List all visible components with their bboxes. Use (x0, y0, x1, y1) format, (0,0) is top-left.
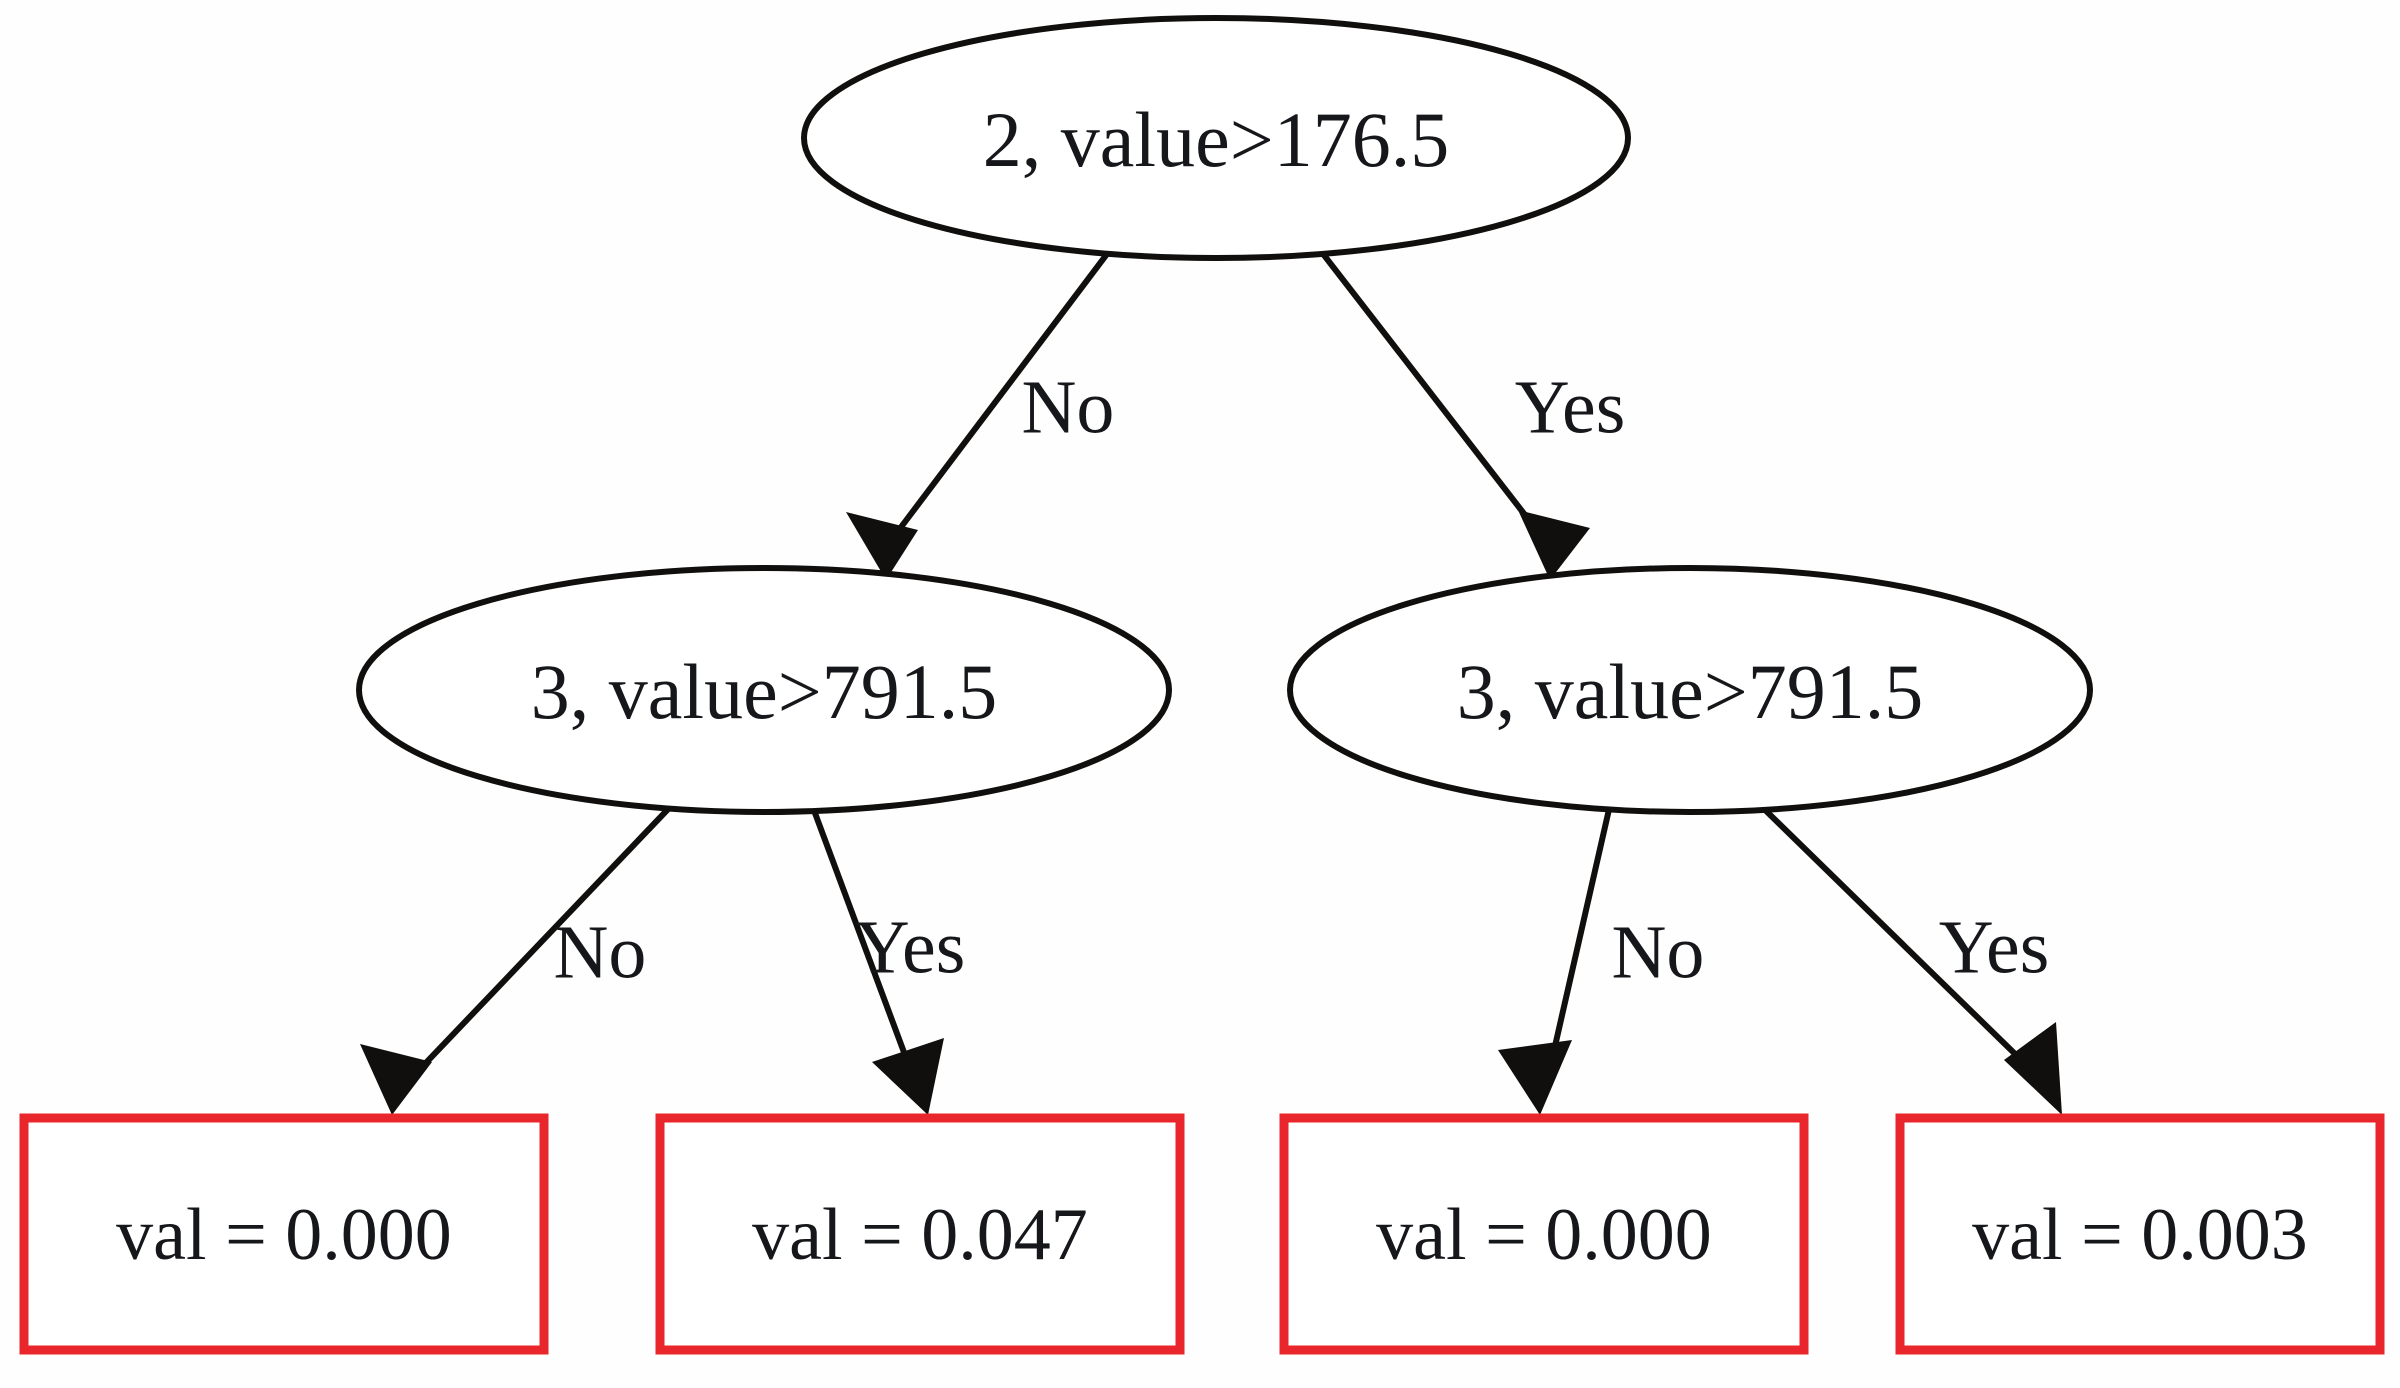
leaf-node-3[interactable]: val = 0.000 (1279, 1113, 1809, 1355)
edge-right-to-leaf3 (1498, 804, 1613, 1115)
leaf-node-2[interactable]: val = 0.047 (655, 1113, 1185, 1355)
edge-label-left-no: No (554, 910, 647, 994)
node-root[interactable]: 2, value>176.5 (801, 15, 1631, 261)
root-node-label: 2, value>176.5 (983, 96, 1449, 183)
arrowhead-root-no (846, 512, 918, 580)
edge-root-yes-line (1317, 248, 1559, 557)
edge-label-root-yes: Yes (1515, 365, 1626, 449)
arrowhead-right-no (1498, 1040, 1572, 1115)
edge-root-no-line (877, 248, 1113, 557)
leaf-3-box (1279, 1113, 1809, 1355)
left-branch-node-label: 3, value>791.5 (531, 648, 997, 735)
edge-left-yes-line (809, 803, 921, 1092)
node-left-branch[interactable]: 3, value>791.5 (356, 565, 1172, 815)
edge-label-right-no: No (1612, 910, 1705, 994)
edge-right-yes-line (1757, 802, 2055, 1093)
right-branch-ellipse-shape (1287, 565, 2093, 815)
leaf-2-label: val = 0.047 (752, 1194, 1088, 1276)
edge-label-left-yes: Yes (855, 905, 966, 989)
leaf-1-label: val = 0.000 (116, 1194, 452, 1276)
leaf-2-box (655, 1113, 1185, 1355)
arrowhead-right-yes (2004, 1022, 2062, 1115)
left-branch-ellipse-shape (356, 565, 1172, 815)
leaf-3-label: val = 0.000 (1376, 1194, 1712, 1276)
leaf-node-1[interactable]: val = 0.000 (19, 1113, 549, 1355)
node-right-branch[interactable]: 3, value>791.5 (1287, 565, 2093, 815)
edge-label-root-no: No (1022, 365, 1115, 449)
edge-root-to-right (1317, 248, 1590, 580)
edge-left-to-leaf1 (360, 802, 675, 1115)
arrowhead-left-yes (872, 1038, 944, 1115)
edge-label-right-yes: Yes (1939, 905, 2050, 989)
leaf-4-box (1895, 1113, 2385, 1355)
arrowhead-left-no (360, 1044, 432, 1115)
edge-right-to-leaf4 (1757, 802, 2062, 1115)
edge-left-to-leaf2 (809, 803, 944, 1115)
edge-left-no-line (397, 802, 675, 1093)
leaf-4-label: val = 0.003 (1972, 1194, 2308, 1276)
edge-root-to-left (846, 248, 1113, 580)
root-ellipse-shape (801, 15, 1631, 261)
arrowhead-root-yes (1518, 510, 1590, 580)
leaf-1-box (19, 1113, 549, 1355)
leaf-node-4[interactable]: val = 0.003 (1895, 1113, 2385, 1355)
right-branch-node-label: 3, value>791.5 (1457, 648, 1923, 735)
